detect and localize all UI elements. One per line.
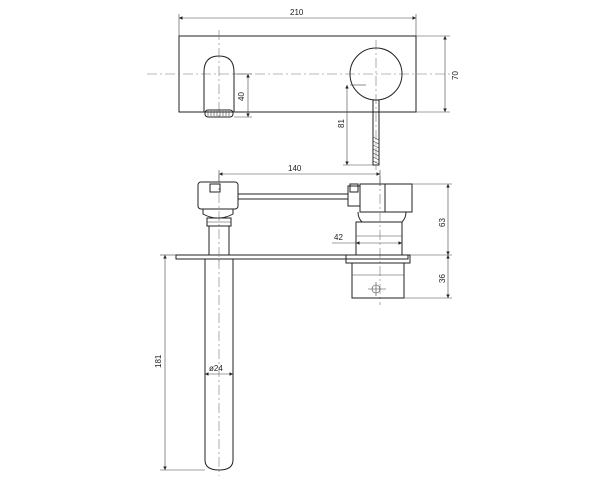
- spout-hub-lower: [202, 209, 234, 219]
- valve-upper: [359, 183, 386, 213]
- spout-hub: [197, 181, 239, 210]
- lever-grip: [372, 136, 380, 165]
- valve-handle: [384, 183, 413, 213]
- dim-top-height: 70: [451, 71, 460, 80]
- dim-spout-drop: 181: [154, 354, 163, 368]
- wall-plate: [175, 254, 409, 260]
- valve-body: [355, 221, 403, 256]
- top-view: 210 70 40 81: [147, 8, 460, 170]
- dim-spout-diameter: ø24: [209, 364, 223, 373]
- dim-lever-length: 81: [337, 119, 346, 128]
- valve-union-cap: [349, 183, 359, 193]
- aerator-mesh: [207, 111, 230, 116]
- valve-neck: [357, 211, 407, 223]
- dim-top-width: 210: [290, 8, 304, 17]
- spout-hub-cap: [209, 183, 221, 193]
- lever: [372, 99, 380, 166]
- aerator: [204, 109, 234, 118]
- dim-reach: 140: [288, 164, 302, 173]
- side-view: 140 42 63 36 181 ø24: [154, 164, 452, 476]
- dim-body-diameter: 42: [334, 233, 343, 242]
- dim-spout-offset: 40: [237, 92, 246, 101]
- valve-cartridge: [351, 262, 405, 299]
- dim-upper-height: 63: [438, 218, 447, 227]
- dim-lower-height: 36: [438, 274, 447, 283]
